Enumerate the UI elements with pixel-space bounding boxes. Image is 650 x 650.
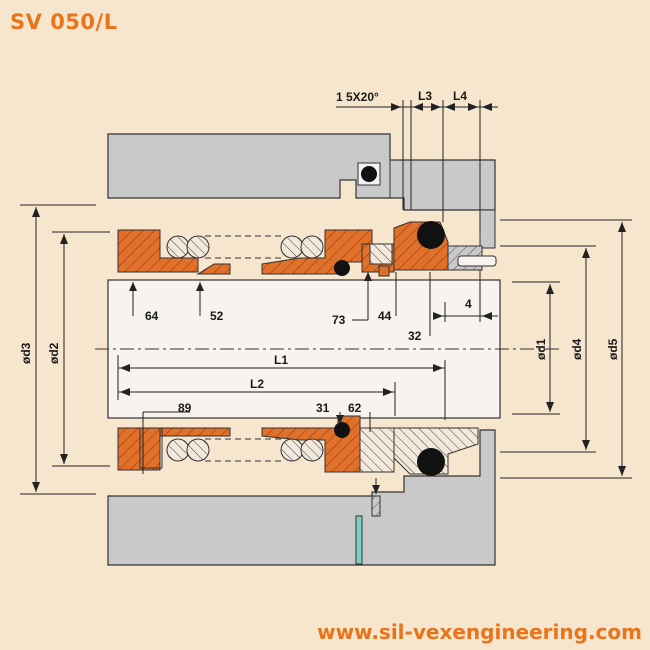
housing-right-top	[479, 209, 496, 249]
dim-4-label: 4	[465, 297, 472, 311]
d4-label: ød4	[570, 338, 584, 360]
part-73-label: 73	[332, 313, 346, 327]
d1-label: ød1	[534, 338, 548, 360]
part-52-label: 52	[210, 309, 224, 323]
d2-label: ød2	[47, 342, 61, 364]
springs-bottom	[166, 438, 324, 462]
dimension-lines	[20, 100, 632, 495]
part-32-label: 32	[408, 329, 422, 343]
part-31-label: 31	[316, 401, 330, 415]
part-62-label: 62	[348, 401, 362, 415]
part-44-label: 44	[378, 309, 392, 323]
housing-top	[107, 133, 496, 211]
d5-label: ød5	[606, 338, 620, 360]
leader-arrowheads	[129, 272, 380, 494]
rotating-assembly-top	[117, 221, 497, 277]
chamfer-label: 1 5X20°	[336, 90, 379, 104]
diagram-title: SV 050/L	[10, 10, 118, 34]
L2-label: L2	[250, 377, 264, 391]
shaft	[95, 279, 560, 419]
website-url[interactable]: www.sil-vexengineering.com	[317, 620, 642, 644]
L3-label: L3	[418, 89, 432, 103]
d3-label: ød3	[19, 342, 33, 364]
rotating-assembly-bottom	[117, 415, 479, 476]
L1-label: L1	[274, 353, 288, 367]
part-64-label: 64	[145, 309, 159, 323]
springs-top	[166, 235, 324, 259]
housing-bottom	[107, 429, 496, 566]
arrowheads	[32, 103, 626, 492]
part-89-label: 89	[178, 401, 192, 415]
L4-label: L4	[453, 89, 467, 103]
